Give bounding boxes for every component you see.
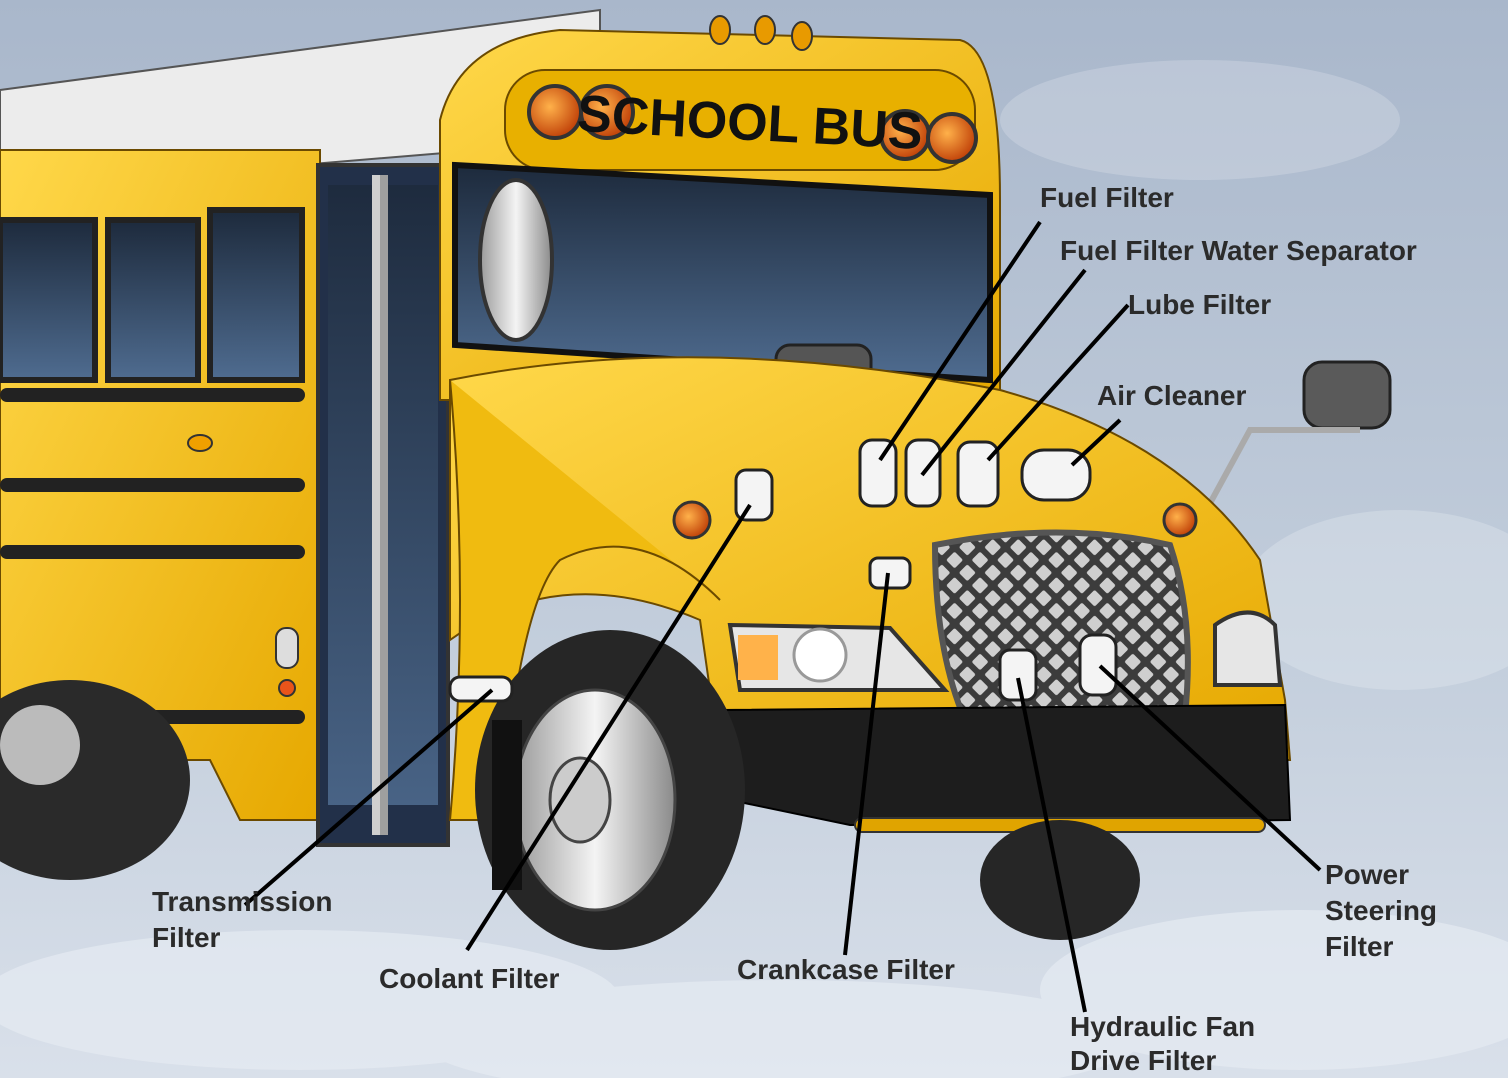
label-power-line1: Power — [1325, 857, 1437, 893]
power-steering-filter-icon — [1080, 635, 1116, 695]
label-power-steering-filter: Power Steering Filter — [1325, 857, 1437, 965]
fuel-filter-icon — [860, 440, 896, 506]
label-hydraulic-line1: Hydraulic Fan — [1070, 1010, 1255, 1044]
label-transmission-line2: Filter — [152, 920, 333, 956]
crankcase-filter-icon — [870, 558, 910, 588]
label-power-line3: Filter — [1325, 929, 1437, 965]
label-hydraulic-line2: Drive Filter — [1070, 1044, 1255, 1078]
label-transmission-filter: Transmission Filter — [152, 884, 333, 956]
label-fuel-filter: Fuel Filter — [1040, 180, 1174, 216]
label-fuel-filter-water-separator: Fuel Filter Water Separator — [1060, 233, 1417, 269]
label-transmission-line1: Transmission — [152, 884, 333, 920]
coolant-filter-icon — [736, 470, 772, 520]
label-crankcase-filter: Crankcase Filter — [737, 952, 955, 988]
label-power-line2: Steering — [1325, 893, 1437, 929]
label-air-cleaner: Air Cleaner — [1097, 378, 1246, 414]
lube-filter-icon — [958, 442, 998, 506]
label-coolant-filter: Coolant Filter — [379, 961, 559, 997]
grille — [935, 533, 1188, 721]
hydraulic-fan-drive-filter-icon — [1000, 650, 1036, 700]
label-hydraulic-fan-drive-filter: Hydraulic Fan Drive Filter — [1070, 1010, 1255, 1078]
label-lube-filter: Lube Filter — [1128, 287, 1271, 323]
